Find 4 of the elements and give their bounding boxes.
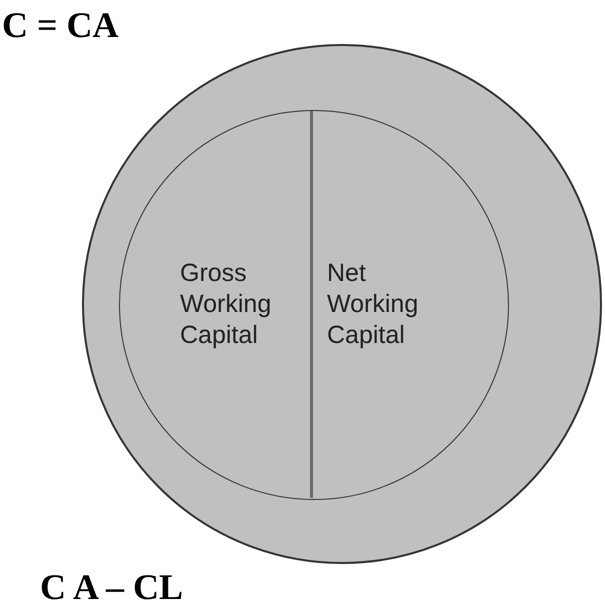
node-label: Gross Working Capital [180,258,272,351]
formula-label: C A – CL [40,566,184,608]
formula-label: C = CA [2,4,119,46]
node-label: Net Working Capital [327,258,420,351]
